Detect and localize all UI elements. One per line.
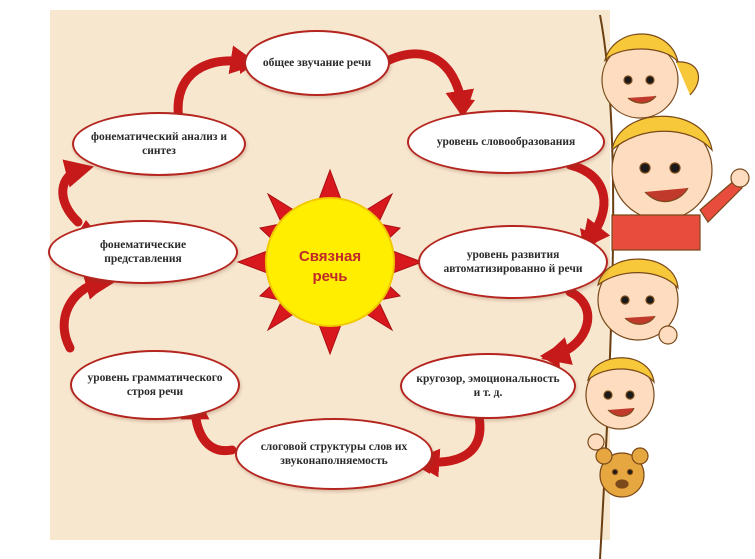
arrow-left-lower-to-left-middle xyxy=(59,271,114,353)
arrow-left-upper-to-top xyxy=(173,45,260,130)
arrow-left-middle-to-left-upper xyxy=(58,159,94,227)
arrowhead-1 xyxy=(452,98,475,118)
node-overall-sound: общее звучание речи xyxy=(244,30,390,96)
sun xyxy=(236,168,424,356)
arrowhead-3 xyxy=(540,345,560,368)
arrow-top-to-right-upper xyxy=(380,49,475,120)
center-label: Связная речь xyxy=(298,248,362,285)
child-4 xyxy=(585,357,655,451)
arrow-right-lower-to-bottom xyxy=(410,407,485,478)
arrow-right-middle-to-right-lower xyxy=(541,287,593,365)
node-syllable-structure: слоговой структуры слов их звуконаполняе… xyxy=(235,418,433,490)
node-phonemic-representations: фонематические представления xyxy=(48,220,238,284)
node-grammatical-structure: уровень грамматического строя речи xyxy=(70,350,240,420)
cartoon-children xyxy=(585,14,750,559)
child-2 xyxy=(611,115,750,251)
sun-core xyxy=(265,197,395,327)
node-word-formation: уровень словообразования xyxy=(407,110,605,174)
cycle-arrows xyxy=(58,45,611,478)
child-3 xyxy=(597,258,679,345)
node-automated-speech: уровень развития автоматизированно й реч… xyxy=(418,225,608,299)
teddy-bear xyxy=(595,447,649,498)
child-1 xyxy=(601,33,699,119)
node-outlook-emotionality: кругозор, эмоциональность и т. д. xyxy=(400,353,576,419)
node-phonemic-analysis: фонематический анализ и синтез xyxy=(72,112,246,176)
arrow-right-upper-to-right-middle xyxy=(565,160,611,250)
